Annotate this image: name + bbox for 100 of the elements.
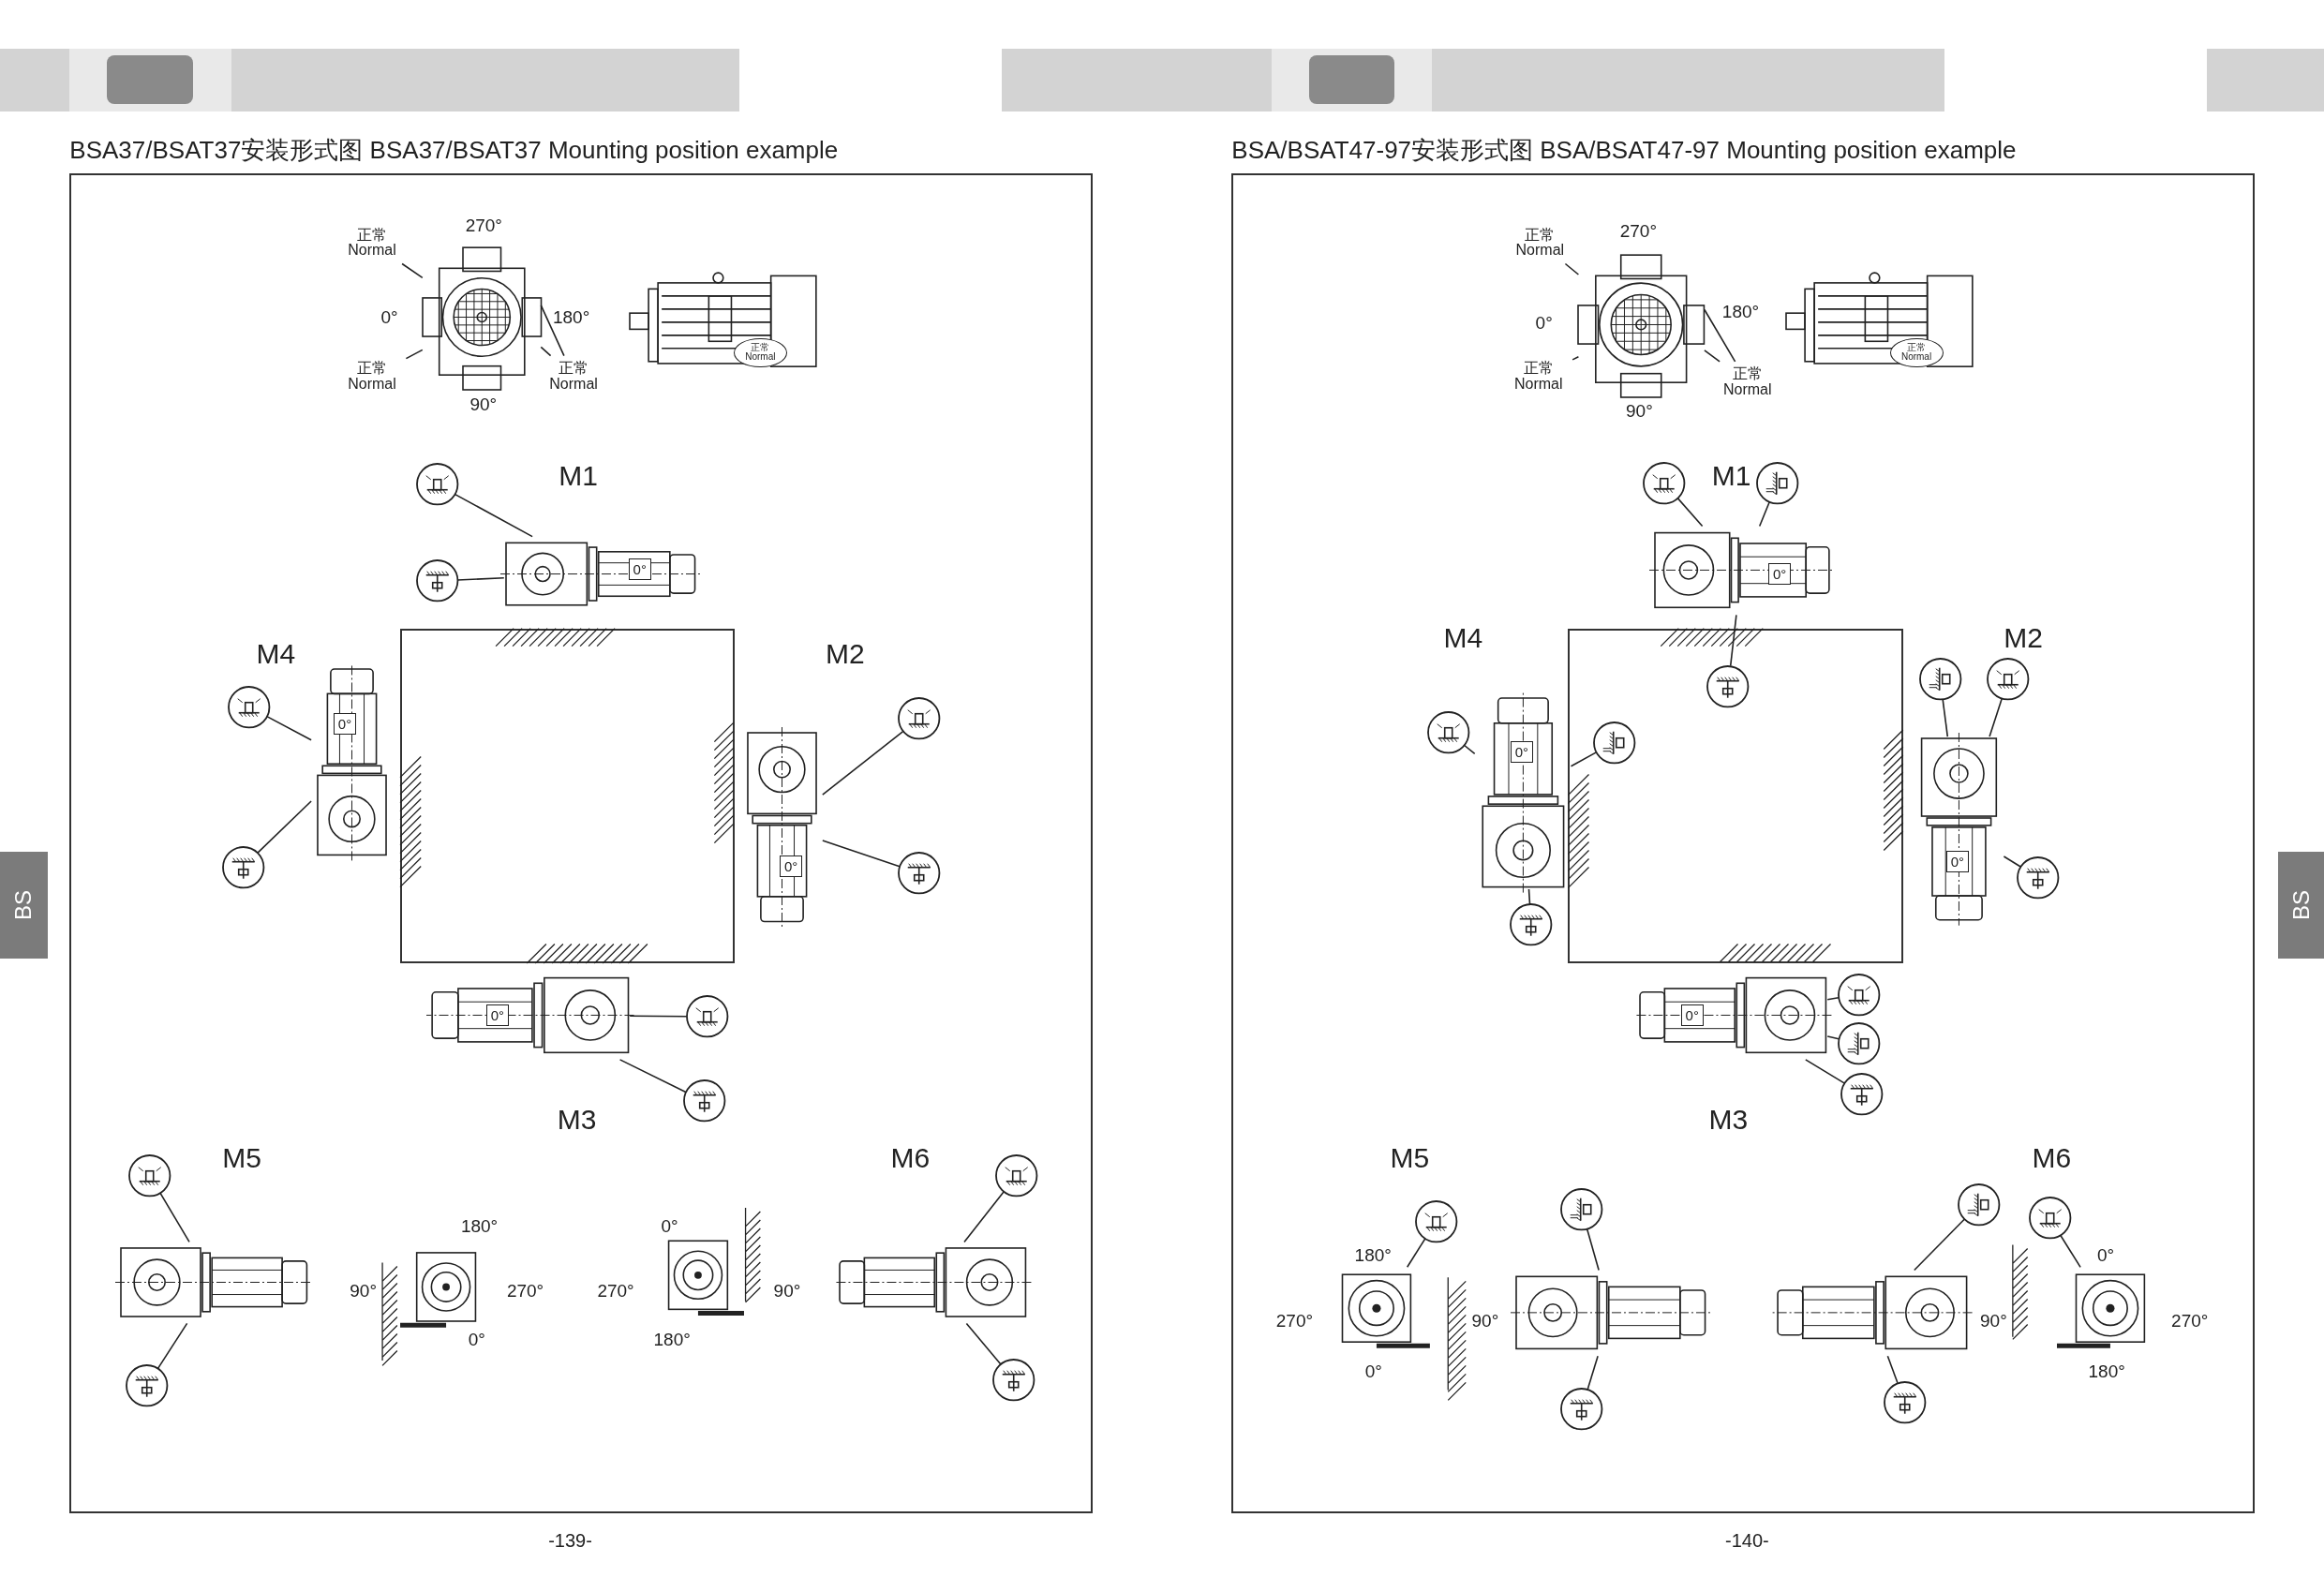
symbol-icon	[991, 1357, 1036, 1403]
symbol-icon	[1558, 1186, 1604, 1232]
symbol-icon	[994, 1153, 1039, 1198]
symbol-icon	[1986, 656, 2031, 702]
angle-label: 90°	[1626, 401, 1653, 420]
angle-label: 90°	[773, 1282, 801, 1301]
symbol-icon	[684, 994, 730, 1039]
symbol-icon	[1558, 1387, 1604, 1432]
leader-line	[618, 1059, 687, 1093]
gearbox-end-view-drawing	[422, 244, 542, 394]
leader-line	[159, 1192, 190, 1243]
symbol-icon	[896, 696, 942, 741]
leader-line	[1527, 888, 1531, 906]
angle-label: 180°	[552, 307, 590, 326]
leader-line	[1826, 1035, 1840, 1040]
page-number: -139-	[548, 1530, 592, 1550]
symbol-icon	[1836, 1020, 1882, 1066]
callout-label: 正常 Normal	[1713, 361, 1782, 404]
angle-label: 270°	[1619, 222, 1658, 241]
leader-line	[1914, 1218, 1965, 1272]
position-label: M6	[890, 1144, 931, 1172]
leader-line	[1570, 751, 1598, 767]
angle-label: 180°	[653, 1331, 691, 1349]
angle-label: 180°	[1721, 302, 1760, 320]
symbol-icon	[2027, 1196, 2073, 1241]
leader-line	[822, 840, 901, 868]
page-title: BSA37/BSAT37安装形式图 BSA37/BSAT37 Mounting position example	[69, 138, 839, 163]
position-label: M2	[2004, 623, 2044, 652]
leader-line	[540, 346, 552, 357]
terminal-box: 0°	[628, 558, 651, 581]
callout-oval: 正常 Normal	[733, 337, 787, 368]
terminal-box: 0°	[333, 712, 357, 735]
leader-line	[1805, 1059, 1845, 1084]
leader-line	[401, 262, 424, 279]
callout-label: 正常 Normal	[1505, 222, 1574, 264]
symbol-icon	[127, 1153, 172, 1198]
symbol-icon	[1706, 663, 1750, 708]
symbol-icon	[220, 844, 266, 889]
angle-label: 90°	[1980, 1311, 2007, 1330]
symbol-icon	[414, 558, 460, 603]
symbol-icon	[896, 850, 942, 896]
symbol-icon	[1642, 460, 1687, 506]
leader-line	[1989, 697, 2004, 737]
leader-line	[965, 1322, 1002, 1365]
leader-line	[1704, 308, 1736, 363]
angle-label: 180°	[2088, 1361, 2125, 1380]
angle-label: 0°	[1364, 1361, 1382, 1380]
angle-label: 0°	[2097, 1246, 2115, 1265]
leader-line	[266, 715, 312, 741]
angle-label: 0°	[380, 307, 398, 326]
symbol-icon	[681, 1079, 726, 1123]
callout-label: 正常 Normal	[539, 355, 608, 397]
leader-line	[822, 730, 904, 796]
leader-line	[2003, 855, 2021, 868]
symbol-icon	[2016, 855, 2061, 900]
angle-label: 90°	[469, 395, 498, 414]
leader-line	[1406, 1237, 1426, 1269]
symbol-icon	[1836, 972, 1882, 1017]
position-label: M6	[2032, 1144, 2072, 1172]
leader-line	[257, 800, 312, 854]
leader-line	[156, 1322, 188, 1370]
symbol-icon	[414, 462, 460, 507]
leader-line	[1572, 356, 1580, 361]
leader-line	[1586, 1227, 1600, 1272]
angle-label: 0°	[468, 1331, 485, 1349]
terminal-box: 0°	[1680, 1004, 1704, 1027]
callout-label: 正常 Normal	[337, 355, 407, 397]
callout-oval: 正常 Normal	[1889, 337, 1944, 368]
position-label: M4	[1443, 623, 1483, 652]
angle-label: 90°	[1471, 1311, 1499, 1330]
angle-label: 0°	[661, 1216, 678, 1235]
leader-line	[963, 1190, 1006, 1243]
symbol-icon	[1413, 1198, 1459, 1243]
symbol-icon	[1509, 902, 1554, 947]
position-label: M4	[256, 640, 296, 669]
leader-line	[454, 493, 533, 538]
gearbox-end-view-drawing	[1578, 251, 1705, 401]
terminal-box: 0°	[1767, 563, 1792, 585]
side-tab: BS	[2277, 852, 2324, 960]
leader-line	[1729, 614, 1737, 667]
leader-line	[1676, 498, 1704, 528]
leader-line	[1886, 1355, 1899, 1384]
angle-label: 270°	[506, 1282, 544, 1301]
terminal-box: 0°	[779, 855, 803, 877]
leader-line	[405, 349, 424, 360]
symbol-icon	[1839, 1071, 1885, 1116]
angle-label: 180°	[1354, 1246, 1392, 1265]
angle-label: 270°	[2171, 1311, 2209, 1330]
leader-line	[1758, 500, 1770, 528]
page-title: BSA/BSAT47-97安装形式图 BSA/BSAT47-97 Mounting position example	[1231, 138, 2017, 163]
angle-label: 270°	[597, 1282, 634, 1301]
angle-label: 90°	[350, 1282, 377, 1301]
side-tab: BS	[0, 852, 48, 960]
symbol-icon	[124, 1363, 170, 1408]
symbol-icon	[227, 684, 272, 730]
angle-label: 180°	[460, 1216, 499, 1235]
position-label: M5	[222, 1144, 261, 1172]
leader-line	[2060, 1234, 2081, 1269]
leader-line	[1564, 262, 1580, 275]
position-label: M3	[1708, 1105, 1749, 1134]
